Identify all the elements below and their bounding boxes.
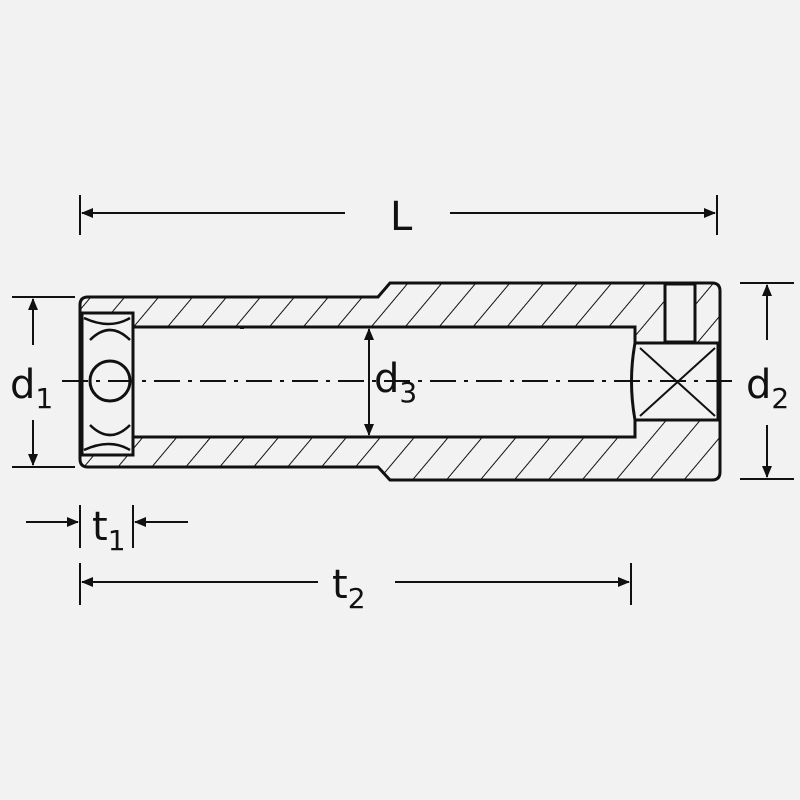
label-t1: t1 [92, 504, 126, 557]
label-d3: d3 [374, 356, 417, 409]
label-d1: d1 [10, 362, 53, 415]
label-d2: d2 [746, 362, 789, 415]
dimension-L [79, 195, 718, 235]
label-t2: t2 [332, 562, 366, 615]
dimension-d2 [740, 282, 794, 480]
dimension-d1 [12, 296, 75, 468]
label-L: L [390, 194, 413, 240]
dimension-t2 [79, 563, 632, 605]
dimension-t1 [26, 505, 188, 548]
